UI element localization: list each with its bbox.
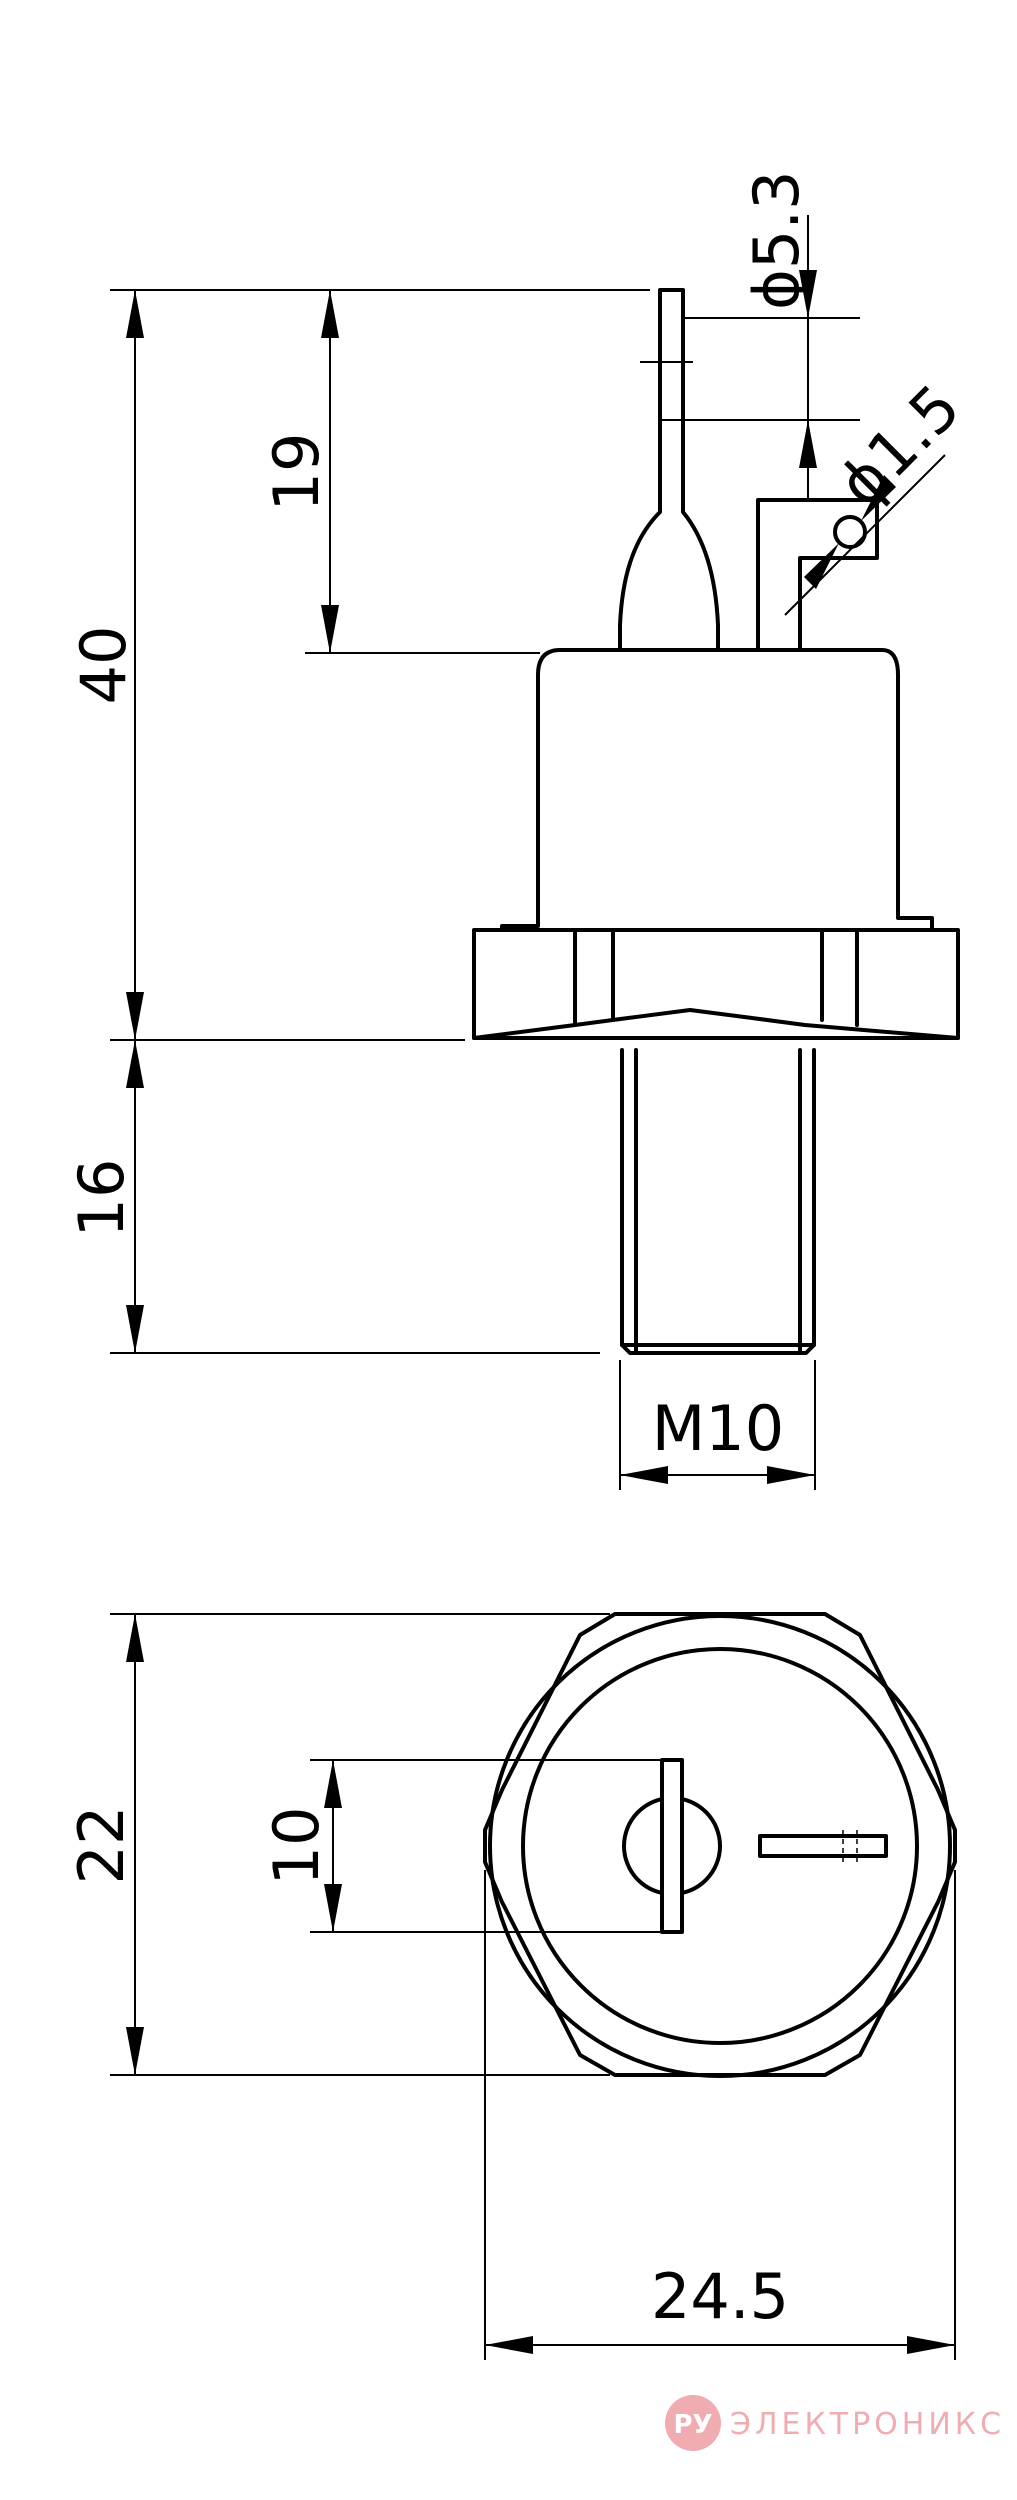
watermark: РУ ЭЛЕКТРОНИКС — [665, 2395, 1005, 2451]
top-view — [483, 1612, 957, 2078]
dim-line-1-5 — [784, 454, 946, 616]
dim-text-24-5: 24.5 — [651, 2260, 789, 2333]
dim-text-19: 19 — [260, 433, 333, 512]
side-view — [472, 288, 960, 1355]
threaded-stud — [620, 1048, 816, 1355]
housing-body — [500, 648, 934, 932]
watermark-brand-text: ЭЛЕКТРОНИКС — [730, 2407, 1005, 2442]
dim-text-10: 10 — [260, 1807, 333, 1886]
main-terminal — [618, 288, 720, 652]
side-dimensions: 40 19 16 M10 ϕ5.3 ϕ1.5 — [65, 171, 974, 1490]
gate-terminal-tab — [758, 1834, 888, 1858]
body-outer-circle — [488, 1614, 952, 2078]
top-dimensions: 22 10 24.5 — [65, 1613, 956, 2360]
dim-text-dia-5-3: ϕ5.3 — [740, 171, 813, 311]
dim-text-16: 16 — [65, 1159, 138, 1238]
dim-text-m10: M10 — [652, 1392, 784, 1465]
dim-text-40: 40 — [67, 626, 140, 705]
hex-flange — [472, 928, 960, 1040]
dim-text-22: 22 — [65, 1806, 138, 1885]
gate-lead — [756, 498, 879, 652]
body-inner-circle — [521, 1647, 919, 2045]
gate-hole — [833, 515, 867, 549]
watermark-logo-icon — [665, 2395, 721, 2451]
main-terminal-tab — [660, 1758, 684, 1934]
watermark-logo-text: РУ — [673, 2410, 712, 2440]
